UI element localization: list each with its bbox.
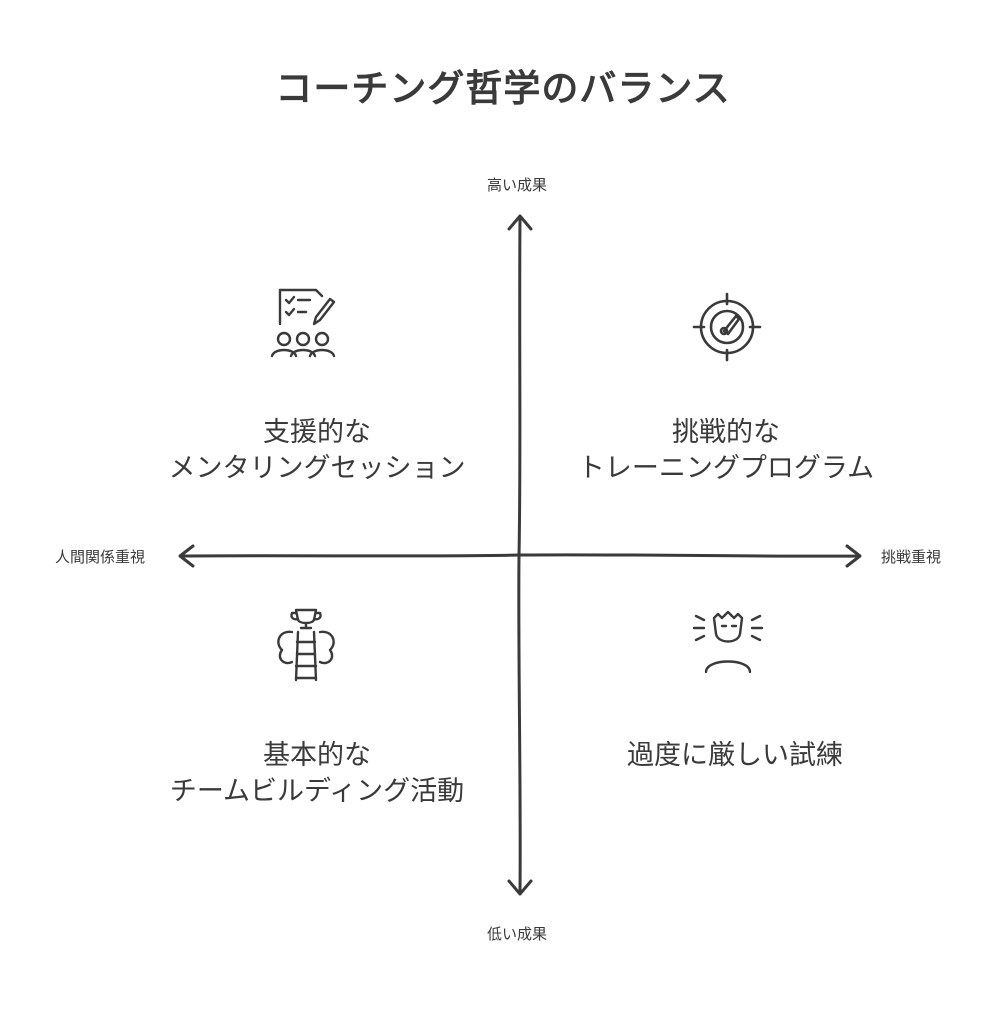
quadrant-label-bottom-left: 基本的な チームビルディング活動	[127, 738, 507, 810]
axis-label-top: 高い成果	[487, 176, 548, 194]
axis-label-left: 人間関係重視	[55, 548, 146, 566]
quadrant-label-top-right: 挑戦的な トレーニングプログラム	[536, 415, 916, 487]
arrow-left	[178, 544, 195, 568]
axis-label-right: 挑戦重視	[881, 548, 942, 566]
quadrant-label-line: トレーニングプログラム	[577, 453, 875, 484]
stressed-person-icon	[692, 610, 764, 674]
quadrant-label-bottom-right: 過度に厳しい試練	[545, 738, 925, 774]
horizontal-axis	[179, 553, 861, 558]
quadrant-label-line: 挑戦的な	[672, 417, 780, 448]
diagram-title: コーチング哲学のバランス	[275, 67, 731, 110]
axis-label-bottom: 低い成果	[487, 925, 548, 943]
arrow-up	[507, 214, 533, 231]
quadrant-label-line: 過度に厳しい試練	[627, 740, 843, 771]
trophy-ladder-icon	[277, 608, 335, 682]
quadrant-label-line: 支援的な	[263, 417, 371, 448]
arrow-down	[507, 879, 533, 896]
quadrant-label-top-left: 支援的な メンタリングセッション	[127, 415, 507, 487]
quadrant-label-line: 基本的な	[263, 740, 371, 771]
arrow-right	[845, 544, 862, 568]
group-checklist-icon	[270, 288, 336, 358]
quadrant-label-line: チームビルディング活動	[169, 776, 465, 807]
quadrant-label-line: メンタリングセッション	[168, 453, 466, 484]
target-gauge-icon	[692, 292, 762, 362]
